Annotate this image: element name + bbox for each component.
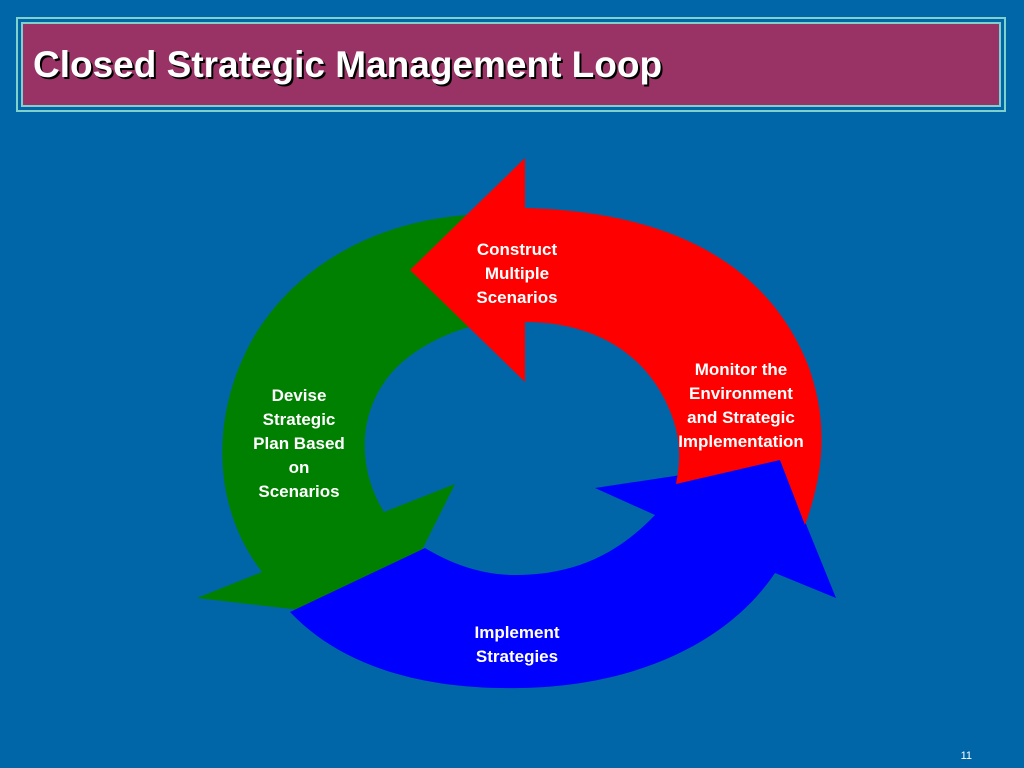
devise-label-line-2: Strategic: [263, 410, 336, 429]
monitor-label-line-3: and Strategic: [687, 408, 795, 427]
slide-title: Closed Strategic Management Loop: [33, 43, 663, 85]
monitor-label-line-1: Monitor the: [695, 360, 788, 379]
implement-arrow: [290, 460, 836, 689]
devise-label-line-3: Plan Based: [253, 434, 345, 453]
monitor-label-line-2: Environment: [689, 384, 793, 403]
construct-monitor-arrow: [410, 158, 822, 525]
construct-label-line-1: Construct: [477, 240, 558, 259]
title-box: Closed Strategic Management Loop: [21, 22, 1001, 107]
devise-label-line-4: on: [289, 458, 310, 477]
devise-label-line-1: Devise: [272, 386, 327, 405]
devise-arrow: [197, 213, 520, 620]
devise-label-line-5: Scenarios: [258, 482, 339, 501]
implement-label-line-2: Strategies: [476, 647, 558, 666]
step-label-monitor: Monitor the Environment and Strategic Im…: [678, 360, 804, 451]
implement-label-line-1: Implement: [474, 623, 559, 642]
construct-label-line-2: Multiple: [485, 264, 549, 283]
step-label-construct: Construct Multiple Scenarios: [476, 240, 557, 307]
title-frame: Closed Strategic Management Loop: [16, 17, 1006, 112]
step-label-implement: Implement Strategies: [474, 623, 559, 666]
construct-label-line-3: Scenarios: [476, 288, 557, 307]
page-number: 11: [960, 750, 972, 762]
step-label-devise: Devise Strategic Plan Based on Scenarios: [253, 386, 345, 501]
monitor-label-line-4: Implementation: [678, 432, 804, 451]
